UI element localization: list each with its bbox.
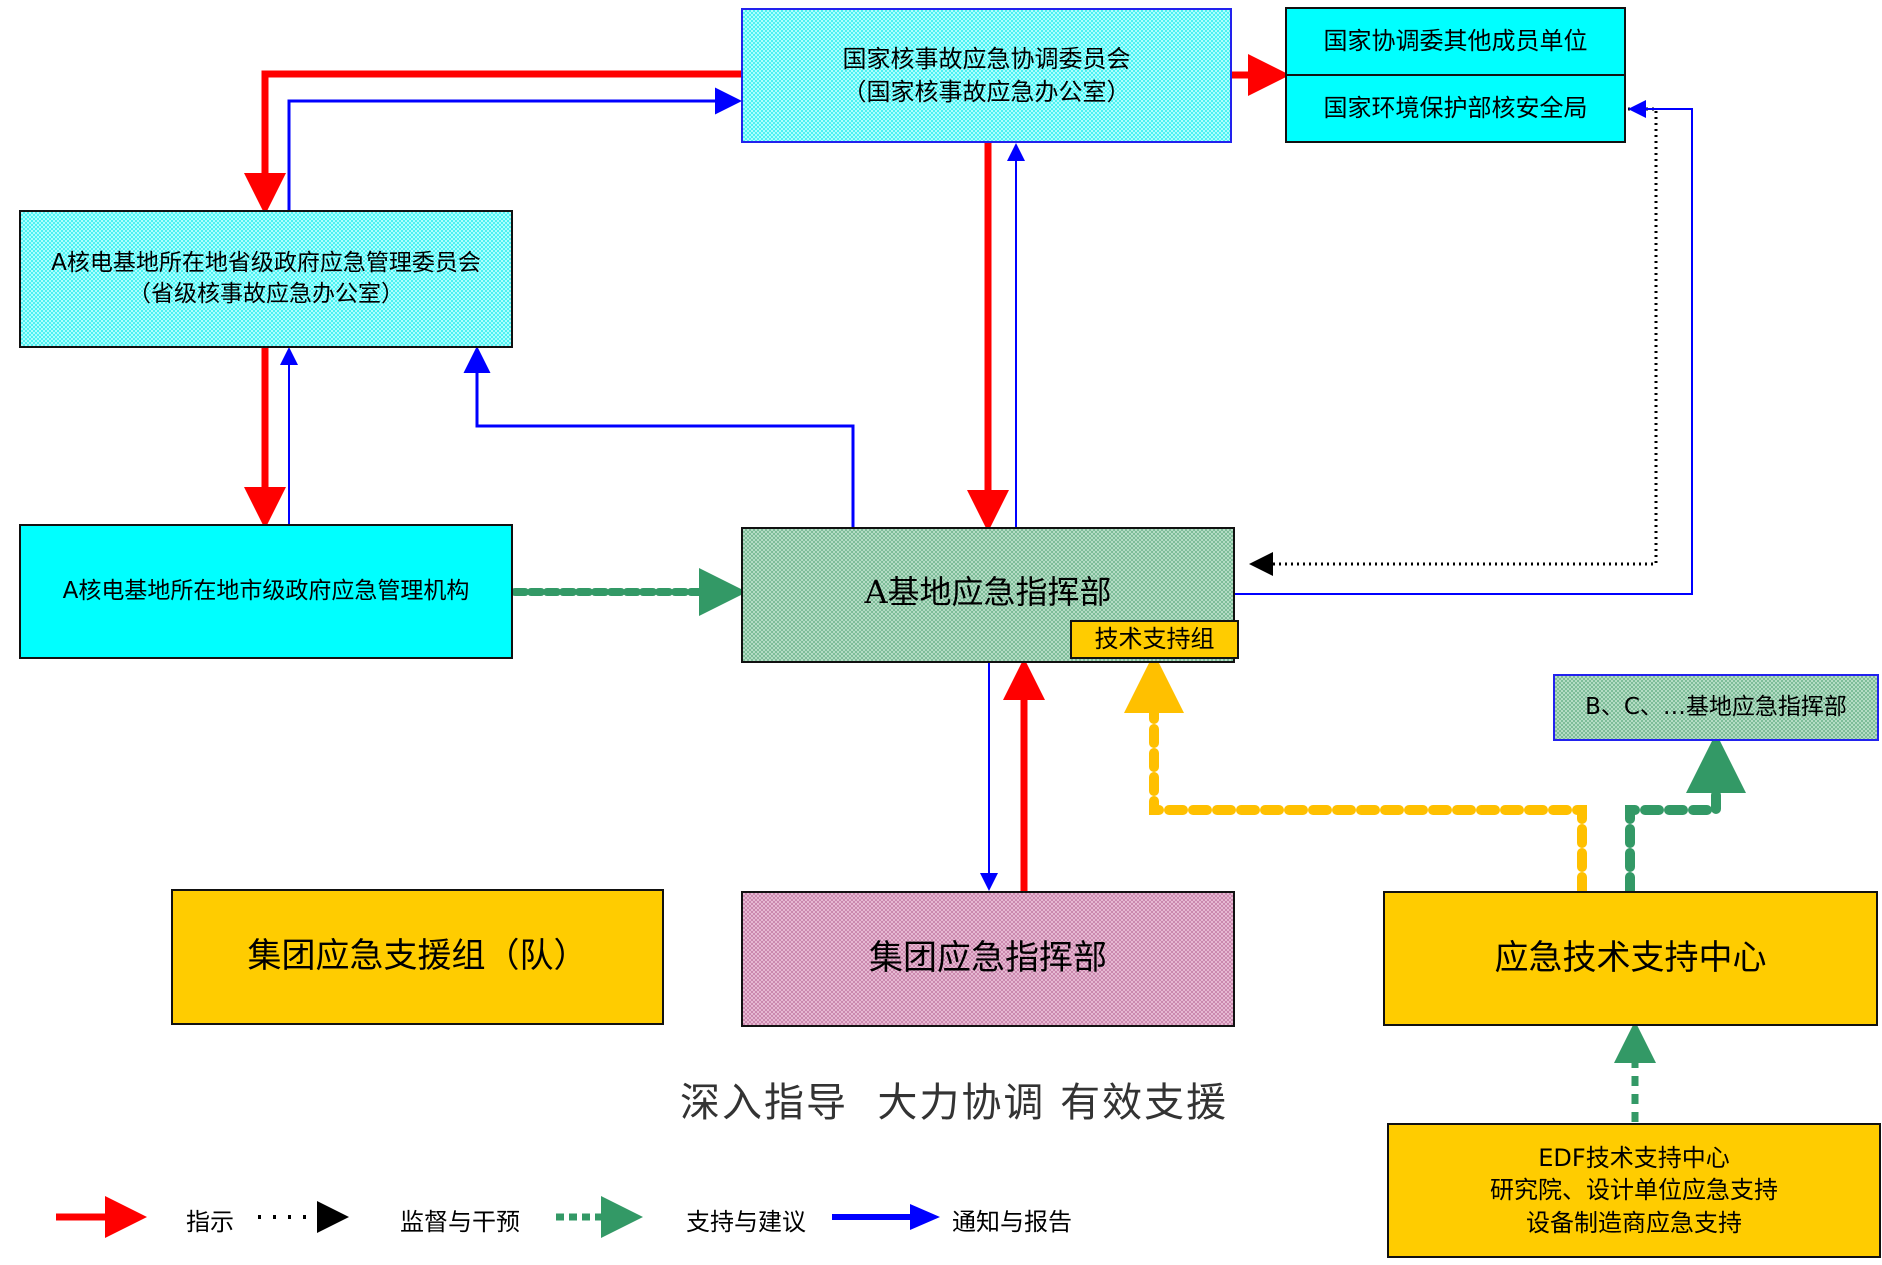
legend-label-report: 通知与报告 bbox=[952, 1208, 1072, 1236]
edge-tech-center-to-tech-group bbox=[1124, 653, 1587, 896]
legend-label-instruct: 指示 bbox=[186, 1208, 234, 1236]
legend-label-supervise: 监督与干预 bbox=[400, 1208, 520, 1236]
node-city[interactable]: A核电基地所在地市级政府应急管理机构 bbox=[19, 524, 513, 659]
node-provincial[interactable]: A核电基地所在地省级政府应急管理委员会 （省级核事故应急办公室） bbox=[19, 210, 513, 348]
node-group-command[interactable]: 集团应急指挥部 bbox=[741, 891, 1235, 1027]
node-national-members[interactable]: 国家协调委其他成员单位 bbox=[1285, 7, 1626, 76]
node-edf-line2: 研究院、设计单位应急支持 bbox=[1490, 1176, 1778, 1205]
node-provincial-line1: A核电基地所在地省级政府应急管理委员会 bbox=[51, 249, 481, 276]
node-group-command-label: 集团应急指挥部 bbox=[869, 938, 1107, 979]
edge-nnsa-to-base bbox=[1249, 107, 1658, 576]
edge-tech-center-to-other-bases bbox=[1625, 733, 1746, 896]
node-base-command[interactable]: A基地应急指挥部 bbox=[741, 527, 1235, 663]
node-edf[interactable]: EDF技术支持中心 研究院、设计单位应急支持 设备制造商应急支持 bbox=[1387, 1123, 1881, 1258]
node-tech-group-label: 技术支持组 bbox=[1094, 625, 1215, 654]
slogan: 深入指导 大力协调 有效支援 bbox=[680, 1080, 1229, 1126]
node-group-support[interactable]: 集团应急支援组（队） bbox=[171, 889, 664, 1025]
node-group-support-label: 集团应急支援组（队） bbox=[247, 936, 588, 977]
node-nnsa[interactable]: 国家环境保护部核安全局 bbox=[1285, 74, 1626, 143]
edge-national-to-provincial bbox=[244, 70, 741, 215]
edge-base-to-nnsa bbox=[1235, 100, 1693, 595]
node-nnsa-label: 国家环境保护部核安全局 bbox=[1323, 94, 1588, 123]
edge-provincial-to-national bbox=[287, 87, 742, 210]
node-national-committee-line1: 国家核事故应急协调委员会 bbox=[842, 45, 1131, 74]
node-edf-line1: EDF技术支持中心 bbox=[1538, 1143, 1730, 1172]
node-other-bases[interactable]: B、C、…基地应急指挥部 bbox=[1553, 674, 1879, 741]
node-base-command-label: A基地应急指挥部 bbox=[864, 573, 1112, 611]
legend-label-support: 支持与建议 bbox=[686, 1208, 806, 1236]
node-tech-center[interactable]: 应急技术支持中心 bbox=[1383, 891, 1878, 1026]
node-national-members-label: 国家协调委其他成员单位 bbox=[1323, 27, 1588, 56]
node-national-committee-line2: （国家核事故应急办公室） bbox=[842, 77, 1131, 106]
node-national-committee[interactable]: 国家核事故应急协调委员会 （国家核事故应急办公室） bbox=[741, 8, 1232, 143]
legend-arrowhead-report bbox=[910, 1204, 940, 1230]
node-tech-group[interactable]: 技术支持组 bbox=[1070, 620, 1239, 659]
node-city-label: A核电基地所在地市级政府应急管理机构 bbox=[62, 577, 470, 604]
node-other-bases-label: B、C、…基地应急指挥部 bbox=[1585, 693, 1847, 720]
node-edf-line3: 设备制造商应急支持 bbox=[1526, 1208, 1742, 1237]
node-tech-center-label: 应急技术支持中心 bbox=[1494, 937, 1767, 978]
node-provincial-line2: （省级核事故应急办公室） bbox=[128, 281, 404, 307]
edge-base-to-provincial bbox=[463, 346, 855, 527]
